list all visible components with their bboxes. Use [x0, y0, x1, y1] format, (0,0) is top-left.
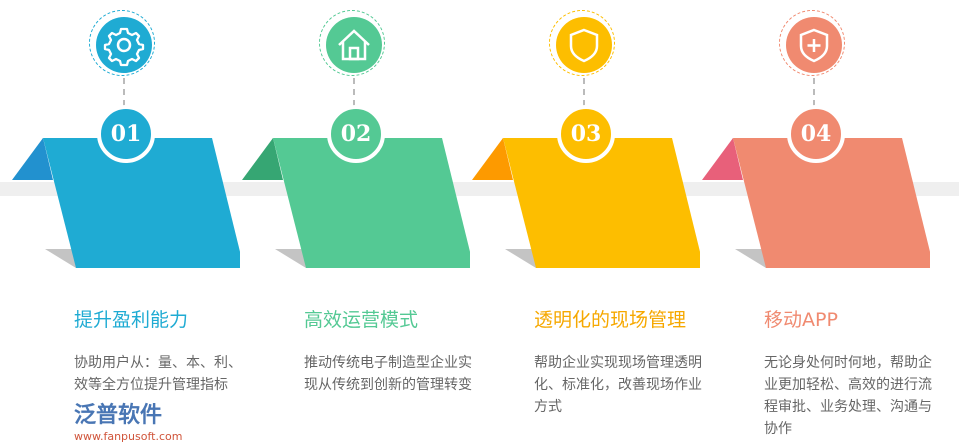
icon-ring — [319, 10, 385, 76]
watermark-name: 泛普软件 — [74, 403, 163, 428]
step-number: 03 — [557, 105, 615, 163]
step-description: 协助用户从：量、本、利、效等全方位提升管理指标 — [74, 355, 242, 393]
step-title: 提升盈利能力 — [74, 309, 189, 331]
gear-icon — [96, 17, 152, 73]
step-title: 移动APP — [764, 309, 838, 331]
watermark-url: www.fanpusoft.com — [74, 430, 183, 443]
step-number: 01 — [97, 105, 155, 163]
icon-ring — [549, 10, 615, 76]
ribbon-shape — [12, 138, 240, 268]
ribbon-shape — [242, 138, 470, 268]
connector-line — [123, 78, 125, 106]
step-card: 04 移动APP 无论身处何时何地，帮助企业更加轻松、高效的进行流程审批、业务处… — [690, 0, 932, 444]
ribbon-shape — [702, 138, 930, 268]
timeline-band — [0, 182, 959, 196]
step-description: 无论身处何时何地，帮助企业更加轻松、高效的进行流程审批、业务处理、沟通与协作 — [764, 355, 932, 437]
shield-plus-icon — [786, 17, 842, 73]
connector-line — [353, 78, 355, 106]
step-number: 04 — [787, 105, 845, 163]
step-card: 01 提升盈利能力 协助用户从：量、本、利、效等全方位提升管理指标 — [0, 0, 242, 444]
icon-ring — [89, 10, 155, 76]
ribbon-shape — [472, 138, 700, 268]
step-number: 02 — [327, 105, 385, 163]
step-title: 透明化的现场管理 — [534, 309, 687, 331]
step-title: 高效运营模式 — [304, 309, 419, 331]
house-icon — [326, 17, 382, 73]
connector-line — [583, 78, 585, 106]
step-description: 帮助企业实现现场管理透明化、标准化，改善现场作业方式 — [534, 355, 702, 415]
step-card: 02 高效运营模式 推动传统电子制造型企业实现从传统到创新的管理转变 — [230, 0, 472, 444]
step-description: 推动传统电子制造型企业实现从传统到创新的管理转变 — [304, 355, 472, 393]
step-card: 03 透明化的现场管理 帮助企业实现现场管理透明化、标准化，改善现场作业方式 — [460, 0, 702, 444]
icon-ring — [779, 10, 845, 76]
watermark-logo: 泛普软件 www.fanpusoft.com — [74, 404, 234, 444]
shield-icon — [556, 17, 612, 73]
connector-line — [813, 78, 815, 106]
